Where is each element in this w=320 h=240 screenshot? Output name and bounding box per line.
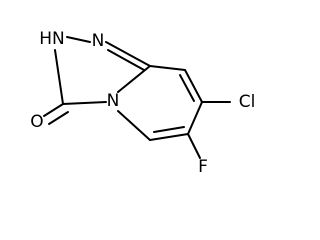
bond-c3-o xyxy=(43,103,64,117)
bond-c5-c6-inner xyxy=(153,126,185,133)
molecule-structure-diagram: N HN N O Cl F xyxy=(30,29,255,177)
bond-n1-n2 xyxy=(66,36,91,43)
atom-label-n1: N xyxy=(92,31,105,51)
bond-c7-c8-inner xyxy=(179,74,195,102)
bond-c6-f xyxy=(187,133,201,159)
bond-c6-c7 xyxy=(187,101,203,135)
bond-c3-n4 xyxy=(62,101,107,105)
bond-n4-c8a xyxy=(117,65,151,93)
bond-n2-c3 xyxy=(54,49,64,105)
atom-labels: N HN N O Cl F xyxy=(30,29,255,177)
atom-label-o: O xyxy=(30,112,43,132)
bond-c5-c6 xyxy=(149,133,189,141)
bond-c7-c8 xyxy=(184,69,203,103)
atom-label-n2h: HN xyxy=(39,29,65,49)
atom-label-f: F xyxy=(198,157,208,177)
bond-n1-c8a-inner xyxy=(107,49,145,71)
atom-label-n4: N xyxy=(107,91,120,111)
bonds xyxy=(43,36,231,159)
atom-label-cl: Cl xyxy=(239,92,256,112)
bond-c3-o-inner xyxy=(48,111,69,125)
bond-n4-c5 xyxy=(117,110,151,141)
bond-c8-c8a xyxy=(149,65,186,71)
bond-n1-c8a xyxy=(105,41,151,67)
